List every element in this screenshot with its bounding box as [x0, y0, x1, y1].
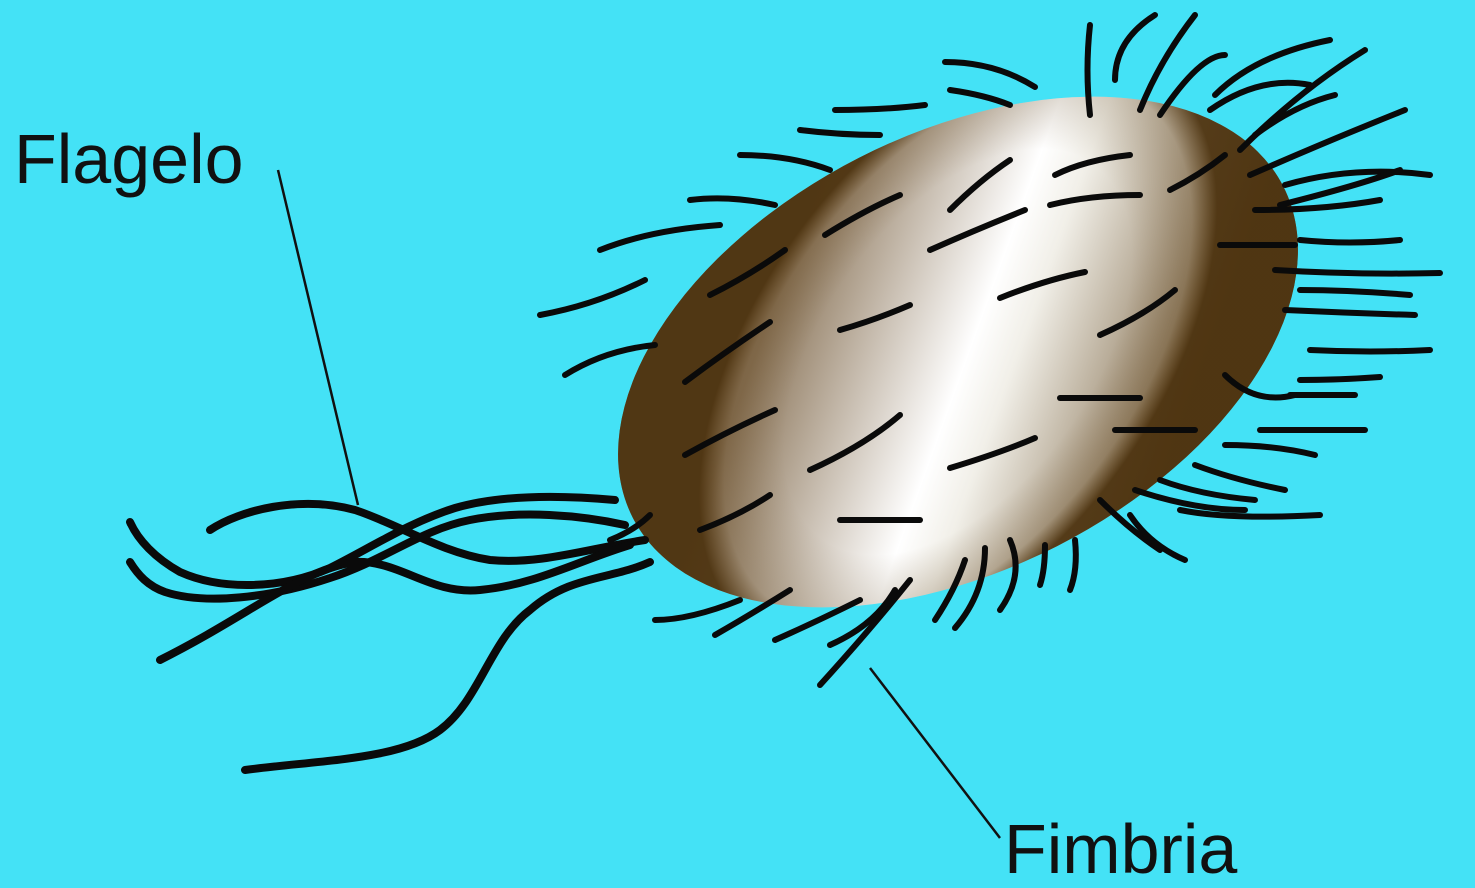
cell-body	[534, 0, 1382, 712]
fimbria-label: Fimbria	[1004, 814, 1237, 884]
flagella	[130, 497, 650, 770]
flagellum-label: Flagelo	[14, 124, 244, 194]
flagelo-pointer-line	[278, 170, 358, 505]
fimbria-pointer-line	[870, 668, 1000, 838]
